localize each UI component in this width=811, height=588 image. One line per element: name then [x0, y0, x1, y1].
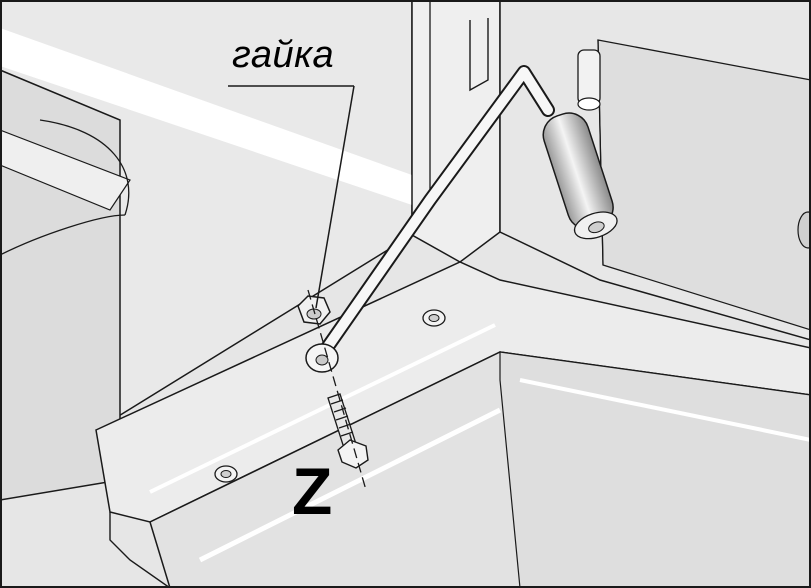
lip-bolt-1	[422, 309, 446, 327]
counterweight	[542, 112, 618, 240]
lever-rod	[317, 67, 553, 360]
top-stud	[577, 49, 601, 105]
tray-highlight-right	[519, 378, 811, 442]
lip-highlight	[149, 323, 496, 494]
left-recess-inner	[0, 129, 131, 211]
right-hole	[797, 211, 811, 249]
tray-highlight	[198, 407, 502, 563]
tray-left-wall	[109, 512, 171, 588]
assembly-axis	[307, 289, 367, 491]
label-leader	[315, 85, 355, 309]
front-lip	[95, 261, 811, 523]
threaded-bolt	[327, 393, 369, 469]
rod-eye	[305, 343, 339, 373]
bracket-slot	[469, 18, 489, 92]
left-recess-curve	[39, 119, 130, 216]
lower-tray-face	[499, 351, 811, 588]
lip-bolt-2	[214, 465, 238, 483]
view-z-label: Z	[292, 454, 333, 528]
left-recess-curve-2	[0, 214, 126, 256]
panel-highlight	[0, 28, 412, 205]
nut-label: гайка	[232, 34, 335, 76]
top-stud-nut	[577, 97, 601, 111]
